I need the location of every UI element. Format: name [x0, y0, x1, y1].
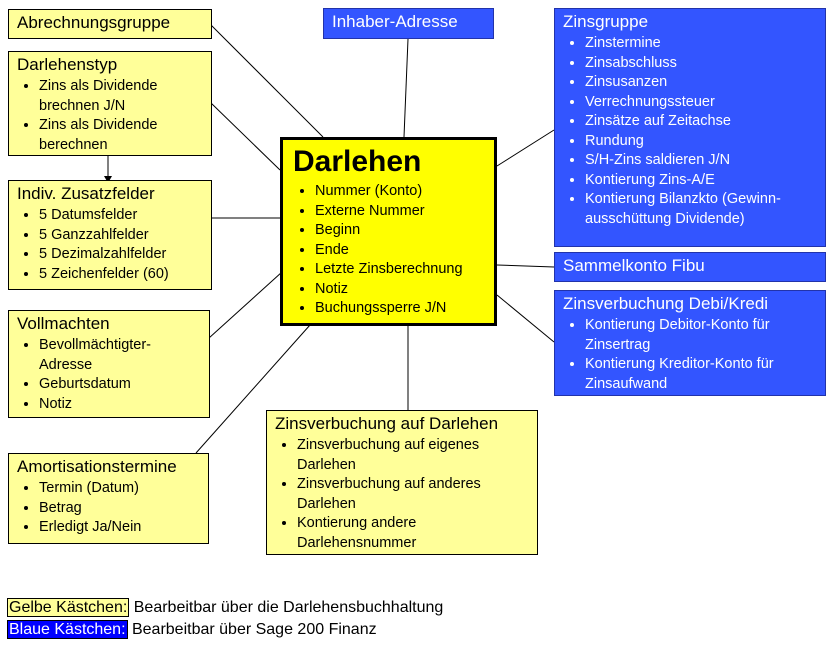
- zinsgruppe-box: Zinsgruppe Zinstermine Zinsabschluss Zin…: [554, 8, 826, 247]
- list-item: Zinsusanzen: [585, 73, 817, 93]
- list-item: Termin (Datum): [39, 479, 200, 499]
- sammelkonto-title: Sammelkonto Fibu: [563, 256, 705, 275]
- list-item: Beginn: [315, 221, 484, 241]
- connector-zinsverbuchung-debi: [496, 294, 555, 343]
- list-item: Betrag: [39, 499, 200, 519]
- list-item: Zinstermine: [585, 34, 817, 54]
- zusatzfelder-box: Indiv. Zusatzfelder 5 Datumsfelder 5 Gan…: [8, 180, 212, 290]
- darlehen-center-box: Darlehen Nummer (Konto) Externe Nummer B…: [280, 137, 497, 326]
- list-item: Kontierung andere Darlehensnummer: [297, 514, 529, 553]
- list-item: Zinsabschluss: [585, 54, 817, 74]
- zinsverbuchung-darlehen-list: Zinsverbuchung auf eigenes Darlehen Zins…: [275, 436, 529, 553]
- connector-vollmachten: [208, 271, 283, 339]
- darlehenstyp-box: Darlehenstyp Zins als Dividende brechnen…: [8, 51, 212, 156]
- list-item: Rundung: [585, 132, 817, 152]
- list-item: Zinsverbuchung auf anderes Darlehen: [297, 475, 529, 514]
- vollmachten-list: Bevollmächtigter-Adresse Geburtsdatum No…: [17, 336, 201, 414]
- legend-yellow: Gelbe Kästchen: Bearbeitbar über die Dar…: [7, 598, 443, 618]
- zinsverbuchung-debi-title: Zinsverbuchung Debi/Kredi: [563, 294, 769, 313]
- list-item: Kontierung Zins-A/E: [585, 171, 817, 191]
- legend-blue-text: Bearbeitbar über Sage 200 Finanz: [127, 621, 377, 638]
- amortisation-box: Amortisationstermine Termin (Datum) Betr…: [8, 453, 209, 544]
- list-item: Bevollmächtigter-Adresse: [39, 336, 201, 375]
- legend-blue: Blaue Kästchen: Bearbeitbar über Sage 20…: [7, 620, 377, 640]
- list-item: Notiz: [39, 395, 201, 415]
- connector-inhaber: [403, 38, 409, 138]
- connector-abrechnungsgruppe: [210, 24, 324, 138]
- zinsverbuchung-darlehen-title: Zinsverbuchung auf Darlehen: [275, 414, 499, 433]
- list-item: Zins als Dividende brechnen J/N: [39, 77, 203, 116]
- abrechnungsgruppe-title: Abrechnungsgruppe: [17, 13, 171, 32]
- zinsverbuchung-debi-box: Zinsverbuchung Debi/Kredi Kontierung Deb…: [554, 290, 826, 396]
- legend-yellow-text: Bearbeitbar über die Darlehensbuchhaltun…: [129, 599, 444, 616]
- legend-yellow-label: Gelbe Kästchen:: [7, 598, 130, 617]
- legend-blue-label: Blaue Kästchen:: [7, 620, 128, 639]
- inhaber-box: Inhaber-Adresse: [323, 8, 494, 39]
- list-item: 5 Dezimalzahlfelder: [39, 245, 203, 265]
- list-item: Kontierung Debitor-Konto für Zinsertrag: [585, 316, 817, 355]
- list-item: Verrechnungssteuer: [585, 93, 817, 113]
- list-item: Kontierung Bilanzkto (Gewinn-ausschüttun…: [585, 190, 817, 229]
- zusatzfelder-title: Indiv. Zusatzfelder: [17, 184, 155, 203]
- arrowhead: [104, 176, 112, 183]
- list-item: S/H-Zins saldieren J/N: [585, 151, 817, 171]
- connector-amortisation: [195, 324, 311, 454]
- darlehen-list: Nummer (Konto) Externe Nummer Beginn End…: [293, 182, 484, 319]
- list-item: Externe Nummer: [315, 202, 484, 222]
- list-item: Notiz: [315, 280, 484, 300]
- connector-darlehenstyp: [210, 102, 281, 171]
- list-item: 5 Ganzzahlfelder: [39, 226, 203, 246]
- zinsgruppe-list: Zinstermine Zinsabschluss Zinsusanzen Ve…: [563, 34, 817, 229]
- darlehenstyp-list: Zins als Dividende brechnen J/N Zins als…: [17, 77, 203, 155]
- vollmachten-title: Vollmachten: [17, 314, 110, 333]
- connector-zinsgruppe: [496, 129, 555, 167]
- list-item: Zins als Dividende berechnen: [39, 116, 203, 155]
- inhaber-title: Inhaber-Adresse: [332, 12, 458, 31]
- connector-sammelkonto: [496, 264, 555, 268]
- darlehen-title: Darlehen: [293, 145, 422, 178]
- abrechnungsgruppe-box: Abrechnungsgruppe: [8, 9, 212, 39]
- darlehenstyp-title: Darlehenstyp: [17, 55, 118, 74]
- list-item: Buchungssperre J/N: [315, 299, 484, 319]
- zusatzfelder-list: 5 Datumsfelder 5 Ganzzahlfelder 5 Dezima…: [17, 206, 203, 284]
- list-item: 5 Datumsfelder: [39, 206, 203, 226]
- zinsverbuchung-debi-list: Kontierung Debitor-Konto für Zinsertrag …: [563, 316, 817, 394]
- list-item: 5 Zeichenfelder (60): [39, 265, 203, 285]
- amortisation-title: Amortisationstermine: [17, 457, 177, 476]
- amortisation-list: Termin (Datum) Betrag Erledigt Ja/Nein: [17, 479, 200, 538]
- list-item: Nummer (Konto): [315, 182, 484, 202]
- list-item: Kontierung Kreditor-Konto für Zinsaufwan…: [585, 355, 817, 394]
- list-item: Ende: [315, 241, 484, 261]
- list-item: Zinsätze auf Zeitachse: [585, 112, 817, 132]
- list-item: Letzte Zinsberechnung: [315, 260, 484, 280]
- list-item: Zinsverbuchung auf eigenes Darlehen: [297, 436, 529, 475]
- sammelkonto-box: Sammelkonto Fibu: [554, 252, 826, 282]
- list-item: Erledigt Ja/Nein: [39, 518, 200, 538]
- list-item: Geburtsdatum: [39, 375, 201, 395]
- vollmachten-box: Vollmachten Bevollmächtigter-Adresse Geb…: [8, 310, 210, 418]
- zinsverbuchung-darlehen-box: Zinsverbuchung auf Darlehen Zinsverbuchu…: [266, 410, 538, 555]
- zinsgruppe-title: Zinsgruppe: [563, 12, 649, 31]
